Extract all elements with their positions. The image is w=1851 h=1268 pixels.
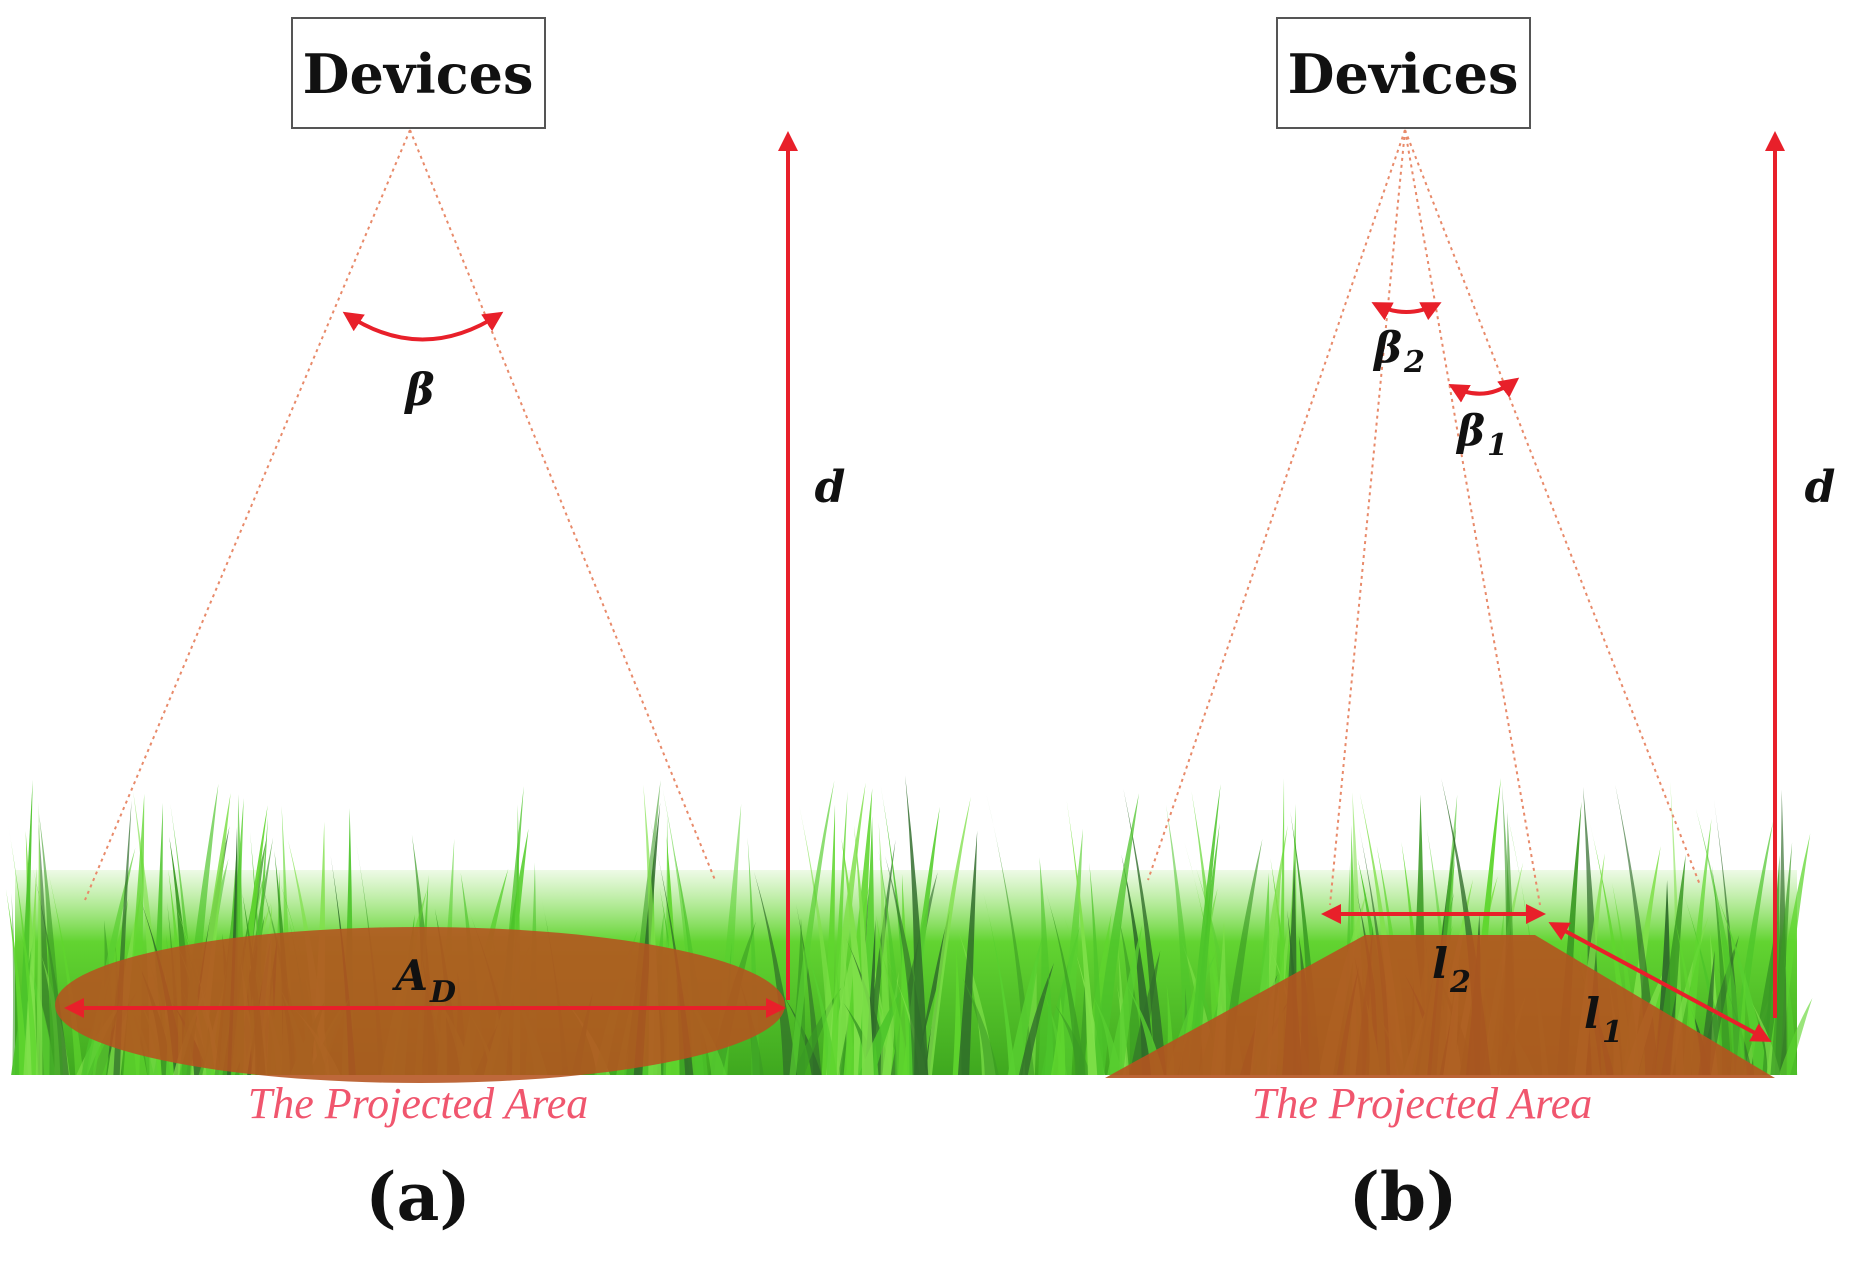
area-label-a: A (391, 951, 428, 1000)
length-arrow-l1 (1548, 922, 1772, 1042)
grass-blade (1055, 1004, 1091, 1075)
grass-blade (17, 926, 56, 1075)
angle-label-beta2: β (1372, 323, 1402, 372)
projected-area-caption-a: The Projected Area (248, 1079, 589, 1128)
area-label-subscript-d: D (429, 975, 456, 1010)
grass-blade (8, 823, 39, 1075)
panel-label-a: (a) (365, 1158, 470, 1236)
devices-label: Devices (303, 42, 534, 106)
grass-blade (1778, 997, 1813, 1075)
panel-b: Devices β 2 β 1 d l 2 l 1 The Projected … (1105, 17, 1836, 1236)
devices-box-b: Devices (1276, 17, 1531, 129)
angle-arc-beta1 (1448, 377, 1520, 403)
grass-blade (1091, 793, 1140, 1075)
length-label-l2-subscript: 2 (1449, 965, 1471, 1000)
panel-a: Devices β d A D The Projected Area (a) (55, 17, 846, 1236)
grass-blade (1089, 862, 1104, 1075)
grass-blade (853, 825, 874, 1075)
grass-blade (983, 892, 1016, 1075)
projection-line-b-inner-right (1404, 129, 1541, 906)
grass-blade (1063, 916, 1105, 1075)
grass-blade (905, 775, 929, 1075)
angle-arc-beta (342, 311, 504, 342)
grass-blade (1057, 828, 1083, 1075)
grass-blade (789, 780, 835, 1075)
grass-blade (878, 821, 892, 1075)
projected-area-trapezoid (1105, 935, 1775, 1078)
angle-label-beta: β (403, 365, 434, 416)
grass-blade (1188, 784, 1221, 1075)
grass-blade (1044, 970, 1054, 1075)
grass-blade (1092, 994, 1123, 1075)
grass-blade (962, 977, 999, 1075)
angle-label-beta1: β (1455, 406, 1485, 455)
distance-label-d-b: d (1805, 462, 1836, 513)
grass-blade (1018, 962, 1054, 1075)
grass-blade (986, 794, 1035, 1075)
projection-line-b-inner-left (1329, 129, 1406, 906)
grass-blade (1107, 925, 1143, 1075)
grass-blade (5, 889, 29, 1075)
grass-blade (1783, 954, 1798, 1075)
projected-area-caption-b: The Projected Area (1252, 1079, 1593, 1128)
length-label-l1: l (1584, 989, 1600, 1038)
angle-label-beta2-subscript: 2 (1403, 345, 1425, 380)
grass-blade (753, 871, 797, 1075)
projection-line-b-outer-left (1147, 129, 1406, 881)
grass-blade (1045, 891, 1086, 1075)
length-label-l2: l (1432, 939, 1448, 988)
grass-blade (1078, 960, 1087, 1075)
projection-line-right (409, 129, 716, 881)
grass-blade (35, 801, 43, 1075)
grass-blade (807, 952, 838, 1075)
projection-line-b-outer-right (1404, 129, 1701, 886)
grass-blade (799, 805, 841, 1075)
grass-blade (1007, 937, 1043, 1075)
distance-label-d: d (815, 462, 846, 513)
grass-blade (952, 943, 962, 1075)
grass-blade (957, 830, 978, 1075)
grass-blade (1129, 950, 1161, 1075)
grass-blade (843, 788, 873, 1075)
grass-blade (23, 867, 37, 1075)
devices-label-b: Devices (1288, 42, 1519, 106)
panel-label-b: (b) (1349, 1158, 1458, 1236)
grass-blade (898, 873, 910, 1075)
grass-blade (1123, 788, 1167, 1075)
grass-blade (11, 932, 35, 1075)
projection-line-left (84, 129, 411, 901)
angle-label-beta1-subscript: 1 (1487, 428, 1508, 463)
devices-box: Devices (291, 17, 546, 129)
angle-arc-beta2 (1371, 302, 1442, 321)
grass-blade (829, 791, 848, 1075)
length-label-l1-subscript: 1 (1602, 1015, 1623, 1050)
grass-blade (1066, 800, 1098, 1075)
grass-blade (925, 796, 971, 1075)
